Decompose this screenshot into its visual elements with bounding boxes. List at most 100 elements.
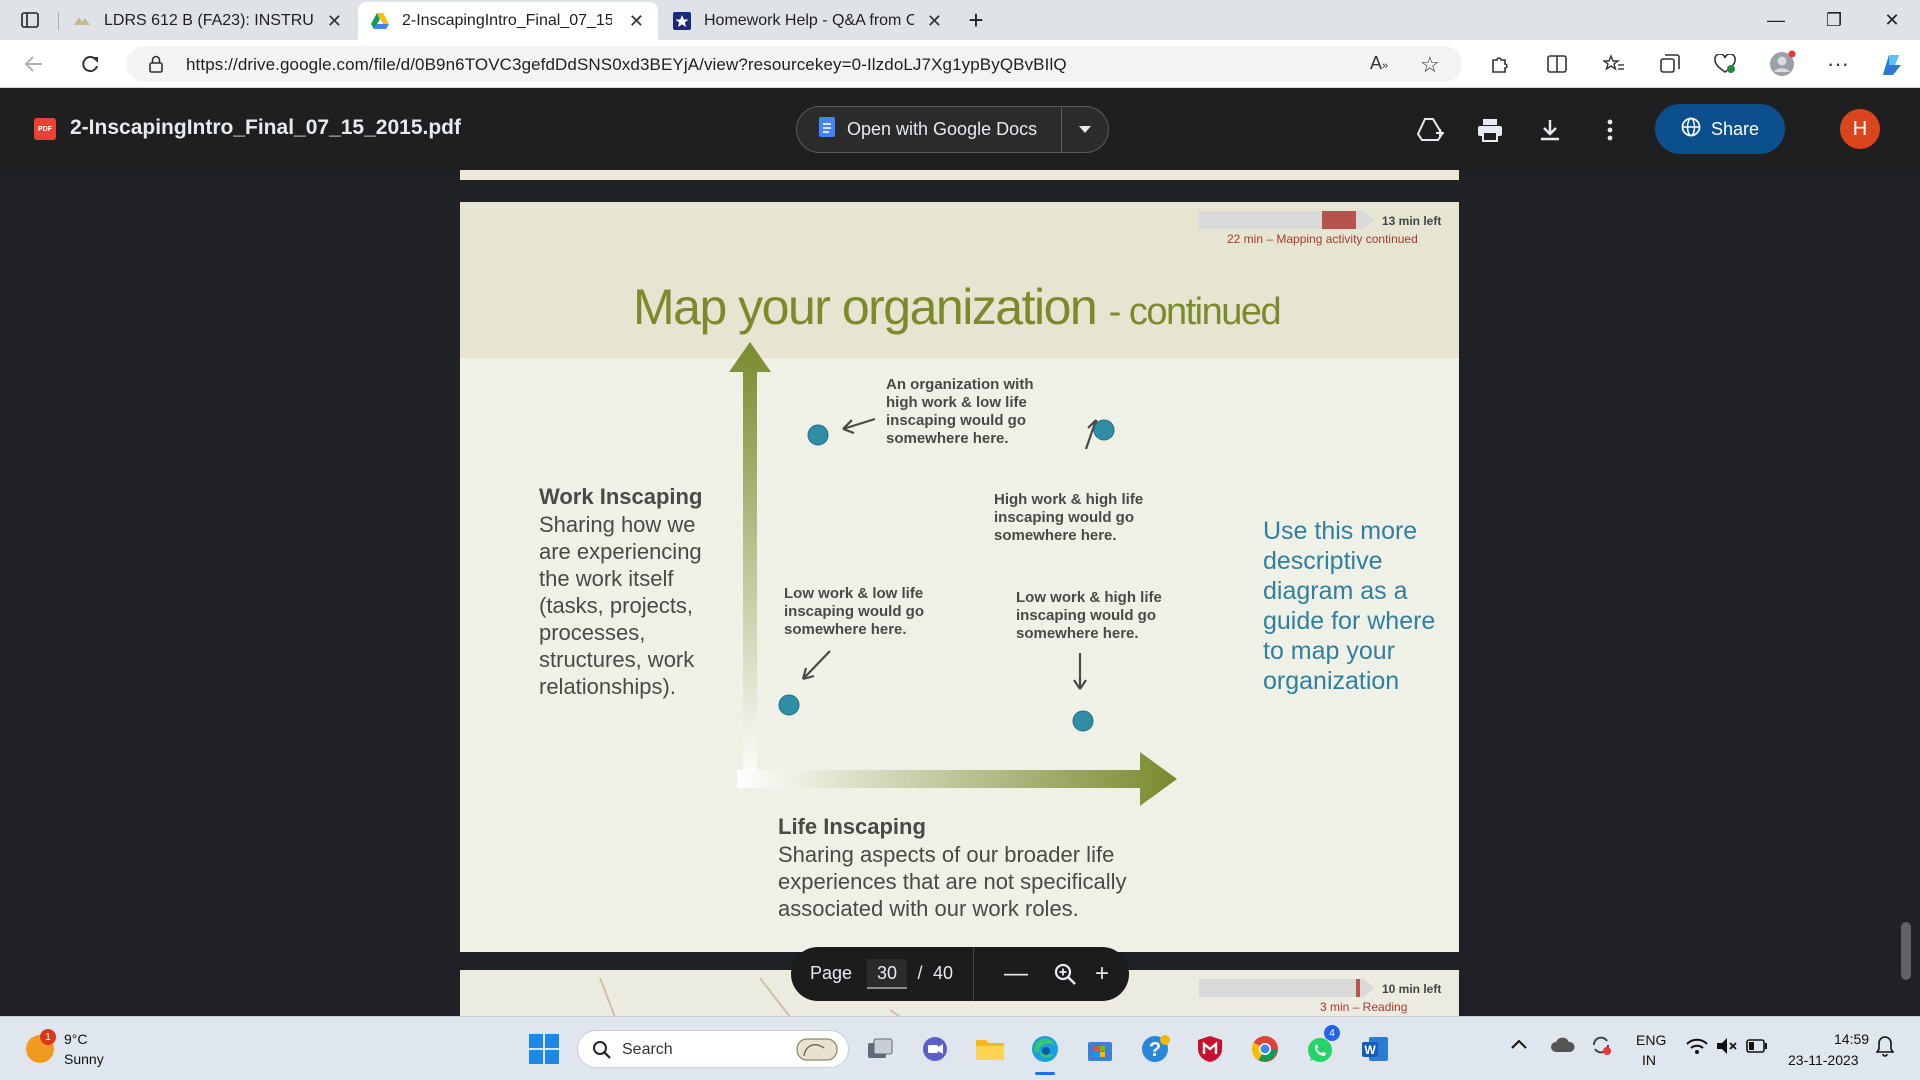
sync-icon[interactable] bbox=[1590, 1034, 1612, 1059]
account-avatar[interactable]: H bbox=[1840, 109, 1880, 149]
open-with-dropdown-button[interactable] bbox=[1061, 107, 1109, 152]
dot-high-work-high-life bbox=[1093, 419, 1115, 441]
search-icon bbox=[592, 1040, 612, 1065]
whatsapp-icon[interactable]: 4 bbox=[1302, 1025, 1340, 1067]
microsoft-store-icon[interactable] bbox=[1082, 1031, 1118, 1067]
arrow-to-low-work-low-life bbox=[801, 650, 831, 681]
weather-temperature[interactable]: 9°C bbox=[64, 1031, 88, 1047]
download-icon[interactable] bbox=[1534, 114, 1566, 146]
note-low-work-high-life: Low work & high life inscaping would go … bbox=[1016, 589, 1162, 643]
wifi-icon[interactable] bbox=[1686, 1037, 1708, 1058]
split-screen-icon[interactable] bbox=[1543, 50, 1571, 78]
language-indicator[interactable]: ENG bbox=[1636, 1032, 1667, 1048]
reload-button[interactable] bbox=[74, 48, 106, 80]
active-app-indicator bbox=[1035, 1072, 1055, 1075]
address-bar: https://drive.google.com/file/d/0B9n6TOV… bbox=[0, 40, 1920, 88]
file-explorer-icon[interactable] bbox=[972, 1031, 1008, 1067]
tab-close-icon[interactable]: ✕ bbox=[926, 10, 942, 31]
zoom-in-button[interactable]: + bbox=[1094, 960, 1109, 987]
mcafee-icon[interactable] bbox=[1192, 1031, 1228, 1067]
zoom-out-button[interactable]: — bbox=[1004, 960, 1028, 987]
homework-favicon-icon bbox=[672, 11, 692, 31]
note-line: Low work & low life bbox=[784, 585, 924, 602]
add-shortcut-to-drive-icon[interactable] bbox=[1414, 114, 1446, 146]
tab-strip: LDRS 612 B (FA23): INSTRUCTIONS ✕ 2-Insc… bbox=[0, 0, 1920, 40]
read-aloud-icon[interactable]: A» bbox=[1370, 53, 1389, 73]
copilot-icon[interactable] bbox=[1878, 50, 1906, 78]
timer-activity-label: 22 min – Mapping activity continued bbox=[1227, 232, 1418, 246]
note-high-work-low-life: An organization with high work & low lif… bbox=[886, 376, 1034, 448]
collections-icon[interactable] bbox=[1656, 50, 1684, 78]
restore-button[interactable]: ❐ bbox=[1825, 9, 1843, 30]
share-button[interactable]: Share bbox=[1655, 104, 1785, 154]
page-separator: / bbox=[917, 963, 923, 983]
note-line: Low work & high life bbox=[1016, 589, 1162, 606]
document-title: 2-InscapingIntro_Final_07_15_2015.pdf bbox=[70, 116, 461, 139]
search-highlight-icon bbox=[796, 1036, 838, 1067]
favorites-list-icon[interactable] bbox=[1600, 50, 1628, 78]
print-icon[interactable] bbox=[1474, 114, 1506, 146]
open-with-docs-control: Open with Google Docs bbox=[796, 106, 1109, 153]
volume-muted-icon[interactable] bbox=[1716, 1037, 1738, 1058]
tab-actions-icon[interactable] bbox=[0, 0, 60, 40]
clock-date[interactable]: 23-11-2023 bbox=[1788, 1052, 1859, 1068]
back-button[interactable] bbox=[18, 48, 50, 80]
task-view-icon[interactable] bbox=[862, 1031, 898, 1067]
help-app-icon[interactable]: ? bbox=[1137, 1031, 1173, 1067]
pointer-arrows bbox=[801, 417, 1100, 690]
show-hidden-icons-chevron-icon[interactable] bbox=[1510, 1037, 1528, 1053]
edge-browser-icon[interactable] bbox=[1027, 1031, 1063, 1075]
svg-text:W: W bbox=[1364, 1043, 1376, 1057]
note-high-work-high-life: High work & high life inscaping would go… bbox=[994, 491, 1143, 545]
region-indicator[interactable]: IN bbox=[1642, 1052, 1656, 1068]
tab-pdf[interactable]: 2-InscapingIntro_Final_07_15_2015.pdf ✕ bbox=[358, 2, 658, 40]
tab-ldrs[interactable]: LDRS 612 B (FA23): INSTRUCTIONS ✕ bbox=[60, 2, 356, 40]
pdf-viewer[interactable]: to see if the group is coming to an agre… bbox=[0, 170, 1920, 1016]
note-line: inscaping would go bbox=[886, 412, 1026, 429]
slide-title: Map your organization - continued bbox=[633, 278, 1282, 336]
settings-more-icon[interactable]: ··· bbox=[1827, 51, 1849, 76]
next-timer-progress-fill bbox=[1356, 979, 1360, 997]
battery-icon[interactable] bbox=[1746, 1039, 1768, 1056]
quadrant-dots bbox=[778, 419, 1115, 732]
open-with-docs-label: Open with Google Docs bbox=[847, 119, 1038, 139]
open-with-docs-button[interactable]: Open with Google Docs bbox=[797, 107, 1061, 152]
chrome-icon[interactable] bbox=[1247, 1031, 1283, 1067]
google-drive-icon bbox=[370, 11, 390, 31]
taskbar-search[interactable]: Search bbox=[577, 1030, 849, 1068]
tab-title: 2-InscapingIntro_Final_07_15_2015.pdf bbox=[402, 12, 612, 29]
favorite-star-icon[interactable]: ☆ bbox=[1420, 52, 1440, 77]
tab-close-icon[interactable]: ✕ bbox=[628, 10, 644, 31]
viewer-scrollbar[interactable] bbox=[1901, 922, 1911, 980]
new-tab-button[interactable]: + bbox=[968, 4, 984, 35]
next-timer-left-label: 10 min left bbox=[1382, 982, 1442, 996]
browser-essentials-icon[interactable] bbox=[1711, 50, 1739, 78]
lock-icon[interactable] bbox=[148, 55, 164, 78]
tab-homework[interactable]: Homework Help - Q&A from Online Tutors ✕ bbox=[660, 2, 956, 40]
page-label: Page bbox=[810, 963, 853, 983]
page-controls: Page 30 / 40 — + bbox=[791, 947, 1129, 1001]
note-line: An organization with bbox=[886, 376, 1034, 393]
onedrive-cloud-icon[interactable] bbox=[1550, 1037, 1576, 1056]
previous-page: to see if the group is coming to an agre… bbox=[460, 170, 1459, 180]
notifications-bell-icon[interactable] bbox=[1875, 1035, 1895, 1060]
minimize-button[interactable]: — bbox=[1767, 9, 1785, 30]
open-with-separator bbox=[1061, 107, 1062, 152]
search-placeholder: Search bbox=[622, 1041, 673, 1058]
word-icon[interactable]: W bbox=[1357, 1031, 1393, 1067]
extensions-icon[interactable] bbox=[1485, 50, 1513, 78]
note-line: somewhere here. bbox=[784, 621, 907, 638]
tab-close-icon[interactable]: ✕ bbox=[326, 10, 342, 31]
url-field[interactable]: https://drive.google.com/file/d/0B9n6TOV… bbox=[126, 46, 1462, 82]
start-button[interactable] bbox=[526, 1031, 562, 1067]
clock-time[interactable]: 14:59 bbox=[1834, 1031, 1870, 1047]
teams-chat-icon[interactable] bbox=[917, 1031, 953, 1067]
page-number-input[interactable]: 30 bbox=[867, 959, 907, 989]
life-inscaping-axis bbox=[737, 752, 1177, 806]
profile-icon[interactable] bbox=[1768, 50, 1796, 78]
weather-condition[interactable]: Sunny bbox=[64, 1051, 104, 1067]
zoom-icon[interactable] bbox=[1050, 959, 1080, 989]
close-window-button[interactable]: ✕ bbox=[1884, 9, 1900, 30]
more-actions-icon[interactable] bbox=[1594, 114, 1626, 146]
life-inscaping-description: Sharing aspects of our broader life expe… bbox=[778, 842, 1127, 921]
